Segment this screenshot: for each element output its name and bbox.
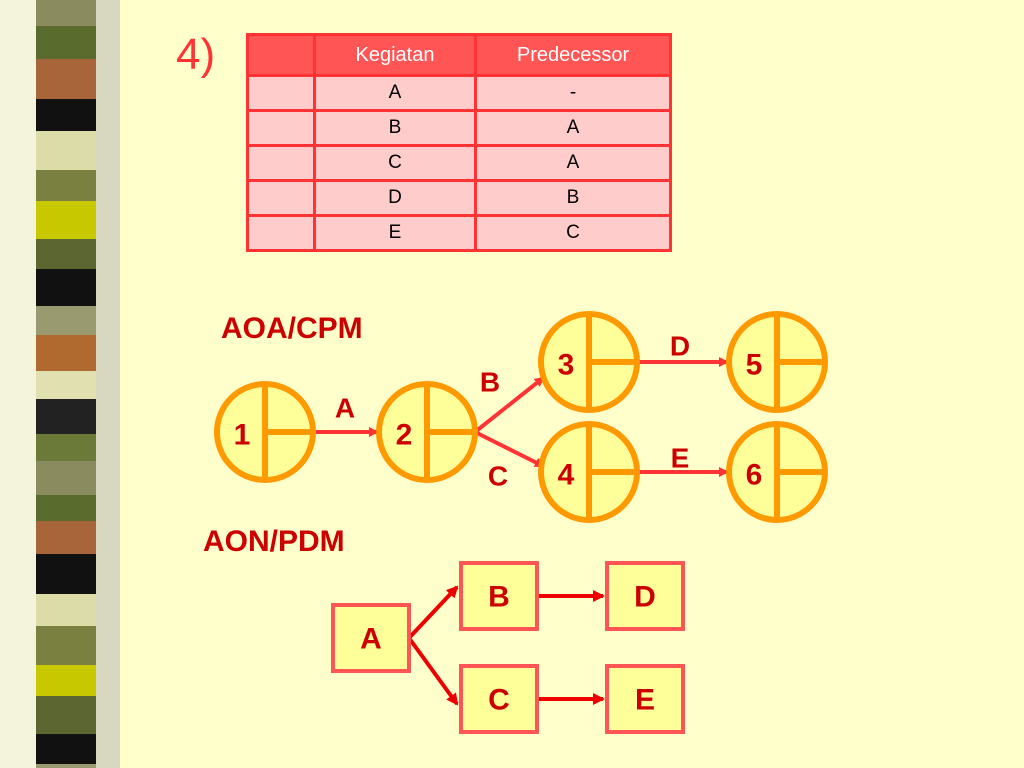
event-node-3: 3 [538, 311, 640, 413]
stripe-block [36, 131, 96, 170]
table-cell [246, 109, 316, 147]
stripe-block [36, 306, 96, 335]
stripe-block [36, 554, 96, 594]
activity-box-label: B [488, 581, 510, 614]
aoa-cpm-title: AOA/CPM [221, 312, 363, 345]
predecessor-table: Kegiatan Predecessor A - B A C A D B E C [246, 33, 672, 252]
activity-arrow-c [474, 430, 545, 468]
table-cell: A [474, 144, 672, 182]
table-cell: B [313, 109, 477, 147]
activity-box-label: D [634, 581, 656, 614]
activity-label-e: E [671, 443, 690, 474]
stripe-block [36, 594, 96, 626]
activity-label-c: C [488, 461, 508, 492]
table-cell: A [474, 109, 672, 147]
activity-box-label: C [488, 684, 510, 717]
activity-label-b: B [480, 367, 500, 398]
aon-network: A B C D E [331, 561, 685, 734]
event-node-label: 1 [234, 419, 251, 452]
stripe-block [36, 371, 96, 399]
stripe-block [36, 495, 96, 521]
aon-pdm-title: AON/PDM [203, 525, 345, 558]
activity-box-c: C [459, 664, 539, 734]
activity-box-label: E [635, 684, 655, 717]
stripe-block [36, 521, 96, 554]
dependency-arrow-a-c [407, 636, 459, 706]
table-row: A - [246, 74, 672, 112]
activity-box-label: A [360, 623, 382, 656]
table-header-row: Kegiatan Predecessor [246, 33, 672, 77]
table-cell: - [474, 74, 672, 112]
stripe-block [36, 335, 96, 371]
stripe-block [36, 99, 96, 131]
event-node-label: 2 [396, 419, 413, 452]
event-node-6: 6 [726, 421, 828, 523]
stripe-block [36, 665, 96, 696]
table-header-cell [246, 33, 316, 77]
stripe-block [36, 626, 96, 665]
slide-number: 4) [176, 30, 216, 79]
event-node-label: 6 [746, 459, 763, 492]
table-header-cell: Predecessor [474, 33, 672, 77]
table-cell: C [474, 214, 672, 252]
table-cell [246, 74, 316, 112]
dependency-arrow-a-b [407, 585, 459, 640]
stripe-block [36, 201, 96, 239]
table-cell: D [313, 179, 477, 217]
event-node-5: 5 [726, 311, 828, 413]
event-node-2: 2 [376, 381, 478, 483]
stripe-block [36, 764, 96, 768]
table-cell [246, 144, 316, 182]
table-cell: B [474, 179, 672, 217]
event-node-label: 5 [746, 349, 763, 382]
event-node-4: 4 [538, 421, 640, 523]
stripe-block [36, 0, 96, 26]
stripe-block [36, 399, 96, 434]
table-row: C A [246, 144, 672, 182]
activity-label-d: D [670, 331, 690, 362]
table-cell [246, 179, 316, 217]
activity-box-d: D [605, 561, 685, 631]
table-header-cell: Kegiatan [313, 33, 477, 77]
stripe-block [36, 434, 96, 461]
table-row: B A [246, 109, 672, 147]
stripe-block [36, 734, 96, 764]
event-node-label: 4 [558, 459, 575, 492]
event-node-label: 3 [558, 349, 575, 382]
stripe-block [36, 170, 96, 201]
stripe-block [36, 59, 96, 99]
stripe-block [36, 239, 96, 269]
activity-box-e: E [605, 664, 685, 734]
decorative-stripe [0, 0, 120, 768]
stripe-block [36, 26, 96, 59]
table-row: D B [246, 179, 672, 217]
stripe-block [36, 269, 96, 306]
table-cell: E [313, 214, 477, 252]
table-row: E C [246, 214, 672, 252]
activity-box-b: B [459, 561, 539, 631]
aoa-network: A B C D E 1 2 3 4 5 6 [214, 311, 828, 523]
table-cell: A [313, 74, 477, 112]
stripe-block [36, 461, 96, 495]
activity-box-a: A [331, 603, 411, 673]
table-cell: C [313, 144, 477, 182]
table-cell [246, 214, 316, 252]
stripe-block [36, 696, 96, 734]
activity-label-a: A [335, 393, 355, 424]
activity-arrow-b [473, 376, 545, 434]
event-node-1: 1 [214, 381, 316, 483]
